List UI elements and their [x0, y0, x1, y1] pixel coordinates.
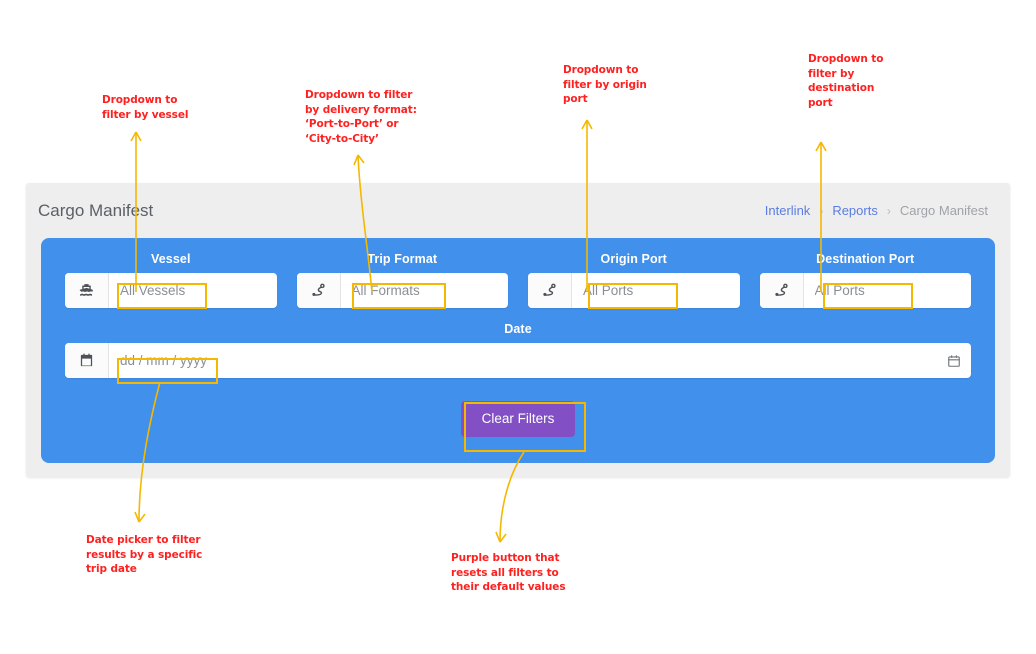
- filter-row-primary: Vessel Trip Format: [65, 252, 971, 308]
- annotation-origin-port: Dropdown to filter by origin port: [563, 64, 647, 106]
- filter-group-vessel: Vessel: [65, 252, 277, 308]
- destination-port-input-group[interactable]: [759, 273, 971, 308]
- breadcrumb-current: Cargo Manifest: [899, 203, 988, 218]
- filter-group-destination-port: Destination Port: [759, 252, 971, 308]
- calendar-icon: [65, 343, 109, 378]
- origin-port-label: Origin Port: [600, 252, 667, 266]
- annotation-vessel: Dropdown to filter by vessel: [102, 94, 189, 121]
- origin-port-select[interactable]: [572, 273, 740, 308]
- destination-port-select[interactable]: [803, 273, 971, 308]
- route-icon: [528, 273, 572, 308]
- trip-format-label: Trip Format: [367, 252, 438, 266]
- calendar-picker-icon[interactable]: [937, 343, 971, 378]
- annotation-trip-format: Dropdown to filter by delivery format: ‘…: [305, 89, 417, 146]
- annotation-date-picker: Date picker to filter results by a speci…: [86, 534, 203, 576]
- date-label: Date: [504, 322, 532, 336]
- route-icon: [296, 273, 341, 308]
- origin-port-input-group[interactable]: [528, 273, 740, 308]
- breadcrumb-link-reports[interactable]: Reports: [832, 203, 878, 218]
- vessel-input-group[interactable]: [65, 273, 277, 308]
- filter-group-trip-format: Trip Format: [296, 252, 508, 308]
- date-input-group[interactable]: [65, 343, 971, 378]
- annotation-destination-port: Dropdown to filter by destination port: [808, 53, 884, 110]
- clear-filters-button[interactable]: Clear Filters: [460, 401, 576, 437]
- clear-filters-row: Clear Filters: [65, 401, 971, 437]
- date-input[interactable]: [109, 343, 937, 378]
- card-header: Cargo Manifest Interlink › Reports › Car…: [26, 183, 1010, 238]
- cargo-manifest-card: Cargo Manifest Interlink › Reports › Car…: [26, 183, 1010, 477]
- breadcrumb-separator-icon: ›: [886, 203, 891, 218]
- filter-row-date: Date: [65, 308, 971, 378]
- trip-format-select[interactable]: [340, 273, 508, 308]
- trip-format-input-group[interactable]: [296, 273, 508, 308]
- breadcrumb-link-interlink[interactable]: Interlink: [764, 203, 811, 218]
- filter-group-date: Date: [65, 322, 971, 378]
- breadcrumb-separator-icon: ›: [819, 203, 824, 218]
- destination-port-label: Destination Port: [816, 252, 915, 266]
- filter-group-origin-port: Origin Port: [528, 252, 740, 308]
- page-title: Cargo Manifest: [38, 200, 154, 220]
- route-icon: [759, 273, 804, 308]
- vessel-label: Vessel: [150, 252, 191, 266]
- breadcrumb: Interlink › Reports › Cargo Manifest: [765, 203, 988, 218]
- vessel-select[interactable]: [109, 273, 277, 308]
- annotation-clear-button: Purple button that resets all filters to…: [451, 552, 566, 594]
- ferry-icon: [65, 273, 109, 308]
- filter-panel: Vessel Trip Format: [41, 238, 995, 463]
